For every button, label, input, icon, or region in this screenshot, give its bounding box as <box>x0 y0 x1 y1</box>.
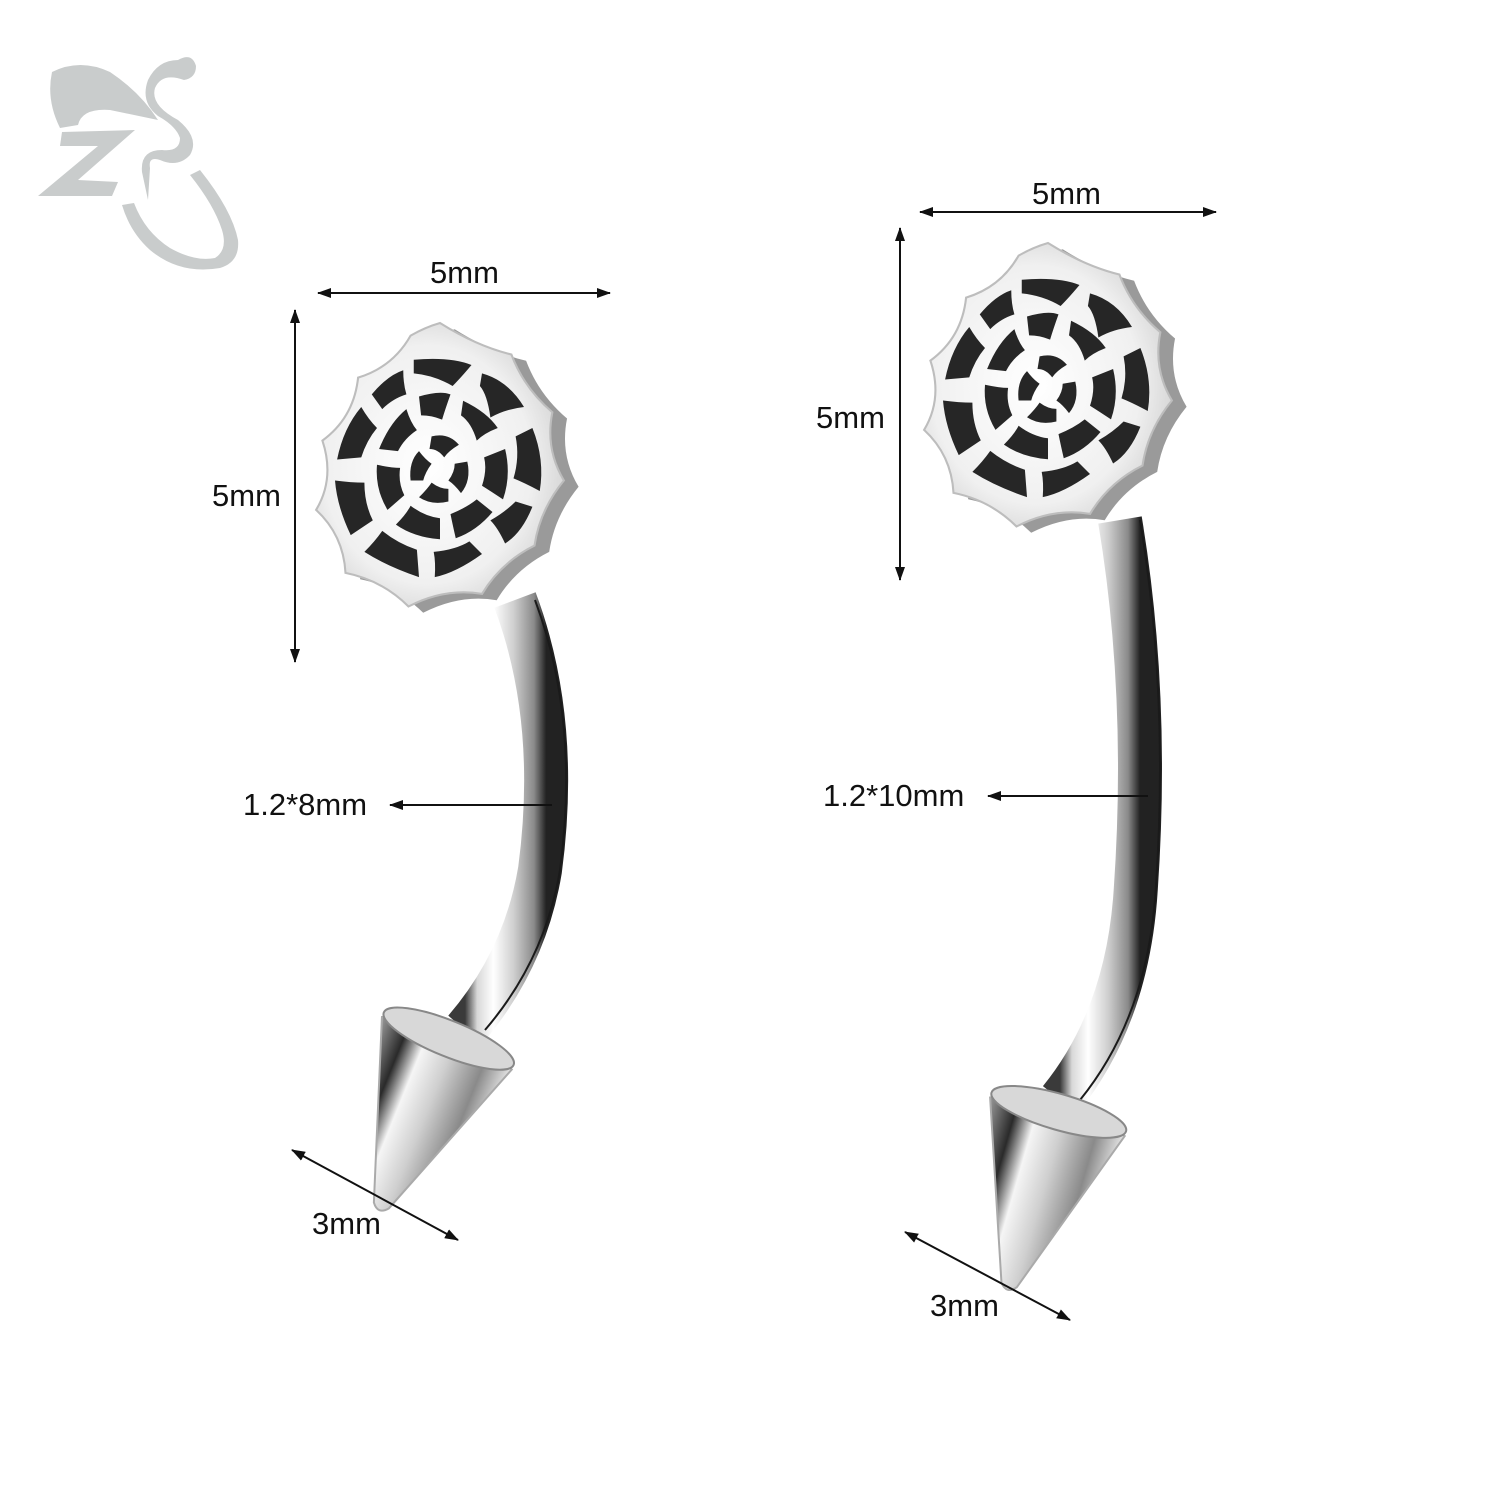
product-2-head-height-label: 5mm <box>816 400 885 435</box>
product-2-spike-size-label: 3mm <box>930 1288 999 1323</box>
product-1-head-width-label: 5mm <box>430 255 499 290</box>
product-2-bar-spec-label: 1.2*10mm <box>823 778 965 813</box>
product-2-illustration <box>923 241 1188 1292</box>
product-1-bar-spec-label: 1.2*8mm <box>243 787 368 822</box>
product-1-head-height-label: 5mm <box>212 478 281 513</box>
product-1-spike-size-label: 3mm <box>312 1206 381 1241</box>
product-1-illustration <box>315 321 580 1212</box>
dimension-lines <box>290 207 1217 1321</box>
brand-logo-icon <box>38 57 239 270</box>
product-2-head-width-label: 5mm <box>1032 176 1101 211</box>
